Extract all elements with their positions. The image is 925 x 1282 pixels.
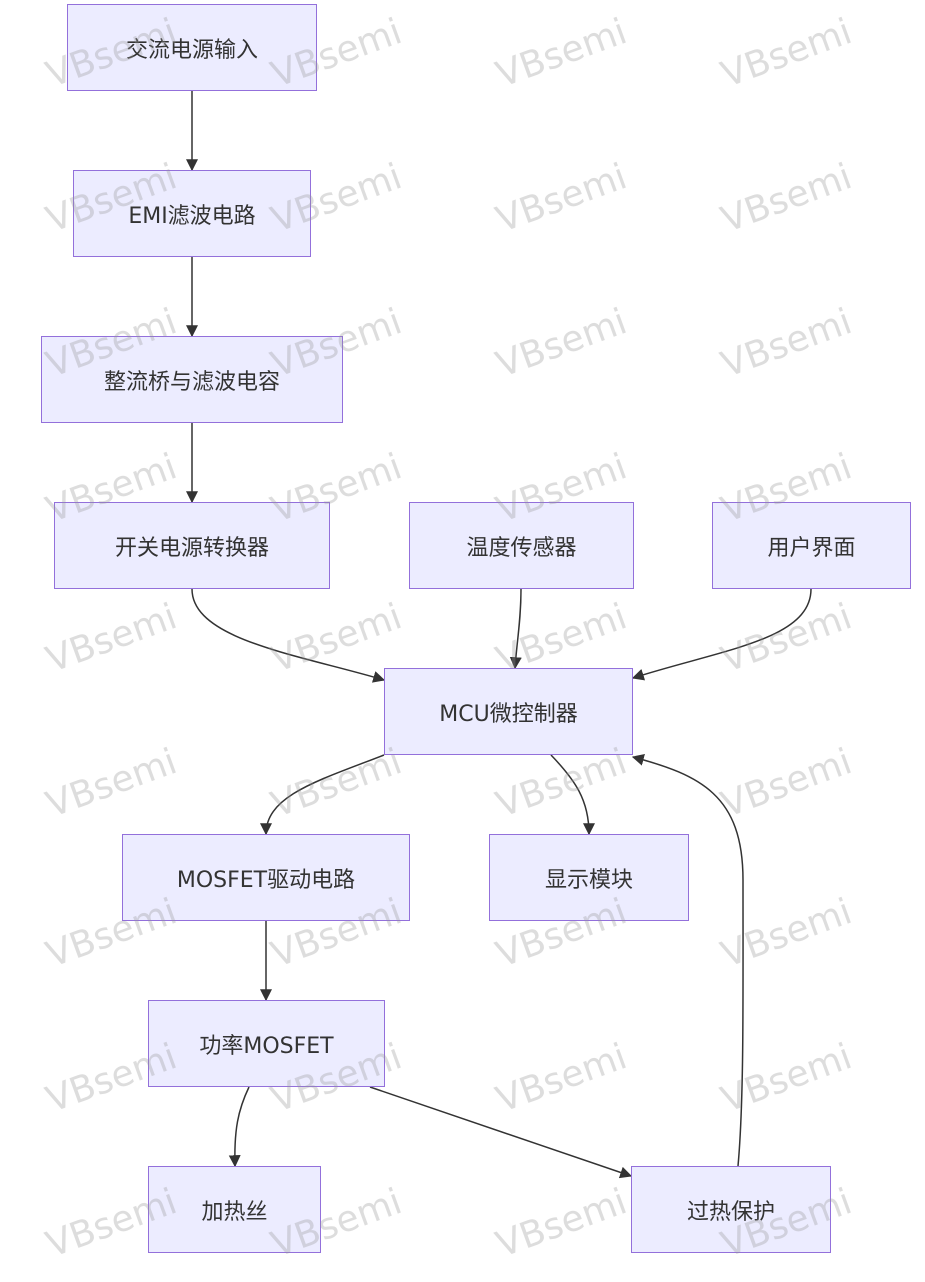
node-label: 显示模块 [544, 867, 633, 893]
edge-mosfet-to-overheat [369, 1086, 633, 1179]
node-mosfet-driver: MOSFET驱动电路 [122, 834, 410, 921]
node-display: 显示模块 [489, 834, 689, 921]
edge-mcu-to-driver [260, 754, 385, 836]
node-smps: 开关电源转换器 [54, 502, 330, 589]
edge-temp-to-mcu [509, 588, 522, 670]
node-label: 整流桥与滤波电容 [103, 369, 280, 395]
node-rectifier: 整流桥与滤波电容 [41, 336, 343, 423]
node-label: 过热保护 [686, 1199, 775, 1225]
node-label: MCU微控制器 [439, 701, 578, 727]
edge-mosfet-to-heater [228, 1086, 250, 1168]
node-overheat: 过热保护 [631, 1166, 831, 1253]
node-emi-filter: EMI滤波电路 [73, 170, 311, 257]
node-label: 交流电源输入 [125, 37, 258, 63]
node-mcu: MCU微控制器 [384, 668, 633, 755]
node-label: 用户界面 [767, 535, 856, 561]
node-label: 加热丝 [201, 1199, 268, 1225]
node-label: 开关电源转换器 [114, 535, 269, 561]
edge-smps-to-mcu [191, 588, 386, 683]
node-label: EMI滤波电路 [128, 203, 256, 229]
node-heater: 加热丝 [148, 1166, 321, 1253]
edge-mcu-to-display [550, 754, 595, 836]
node-ac-input: 交流电源输入 [67, 4, 317, 91]
node-label: 温度传感器 [466, 535, 577, 561]
edge-overheat-to-mcu [631, 754, 744, 1167]
node-user-interface: 用户界面 [712, 502, 911, 589]
node-temp-sensor: 温度传感器 [409, 502, 634, 589]
edge-ui-to-mcu [631, 588, 812, 681]
node-label: MOSFET驱动电路 [176, 867, 356, 893]
node-label: 功率MOSFET [199, 1033, 334, 1059]
node-power-mosfet: 功率MOSFET [148, 1000, 385, 1087]
